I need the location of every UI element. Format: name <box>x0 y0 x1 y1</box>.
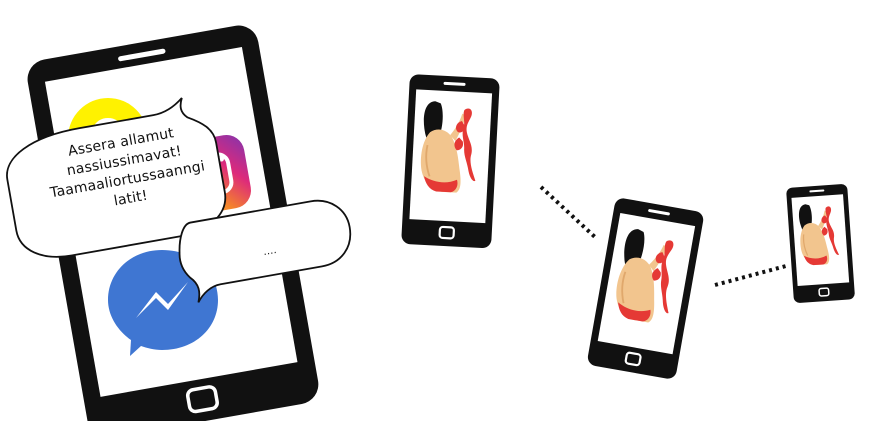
phone-4 <box>786 184 855 304</box>
phone-3 <box>586 197 704 380</box>
dotted-connector-2 <box>715 266 786 285</box>
dotted-connector-1 <box>541 187 596 238</box>
phone-2 <box>401 74 500 248</box>
